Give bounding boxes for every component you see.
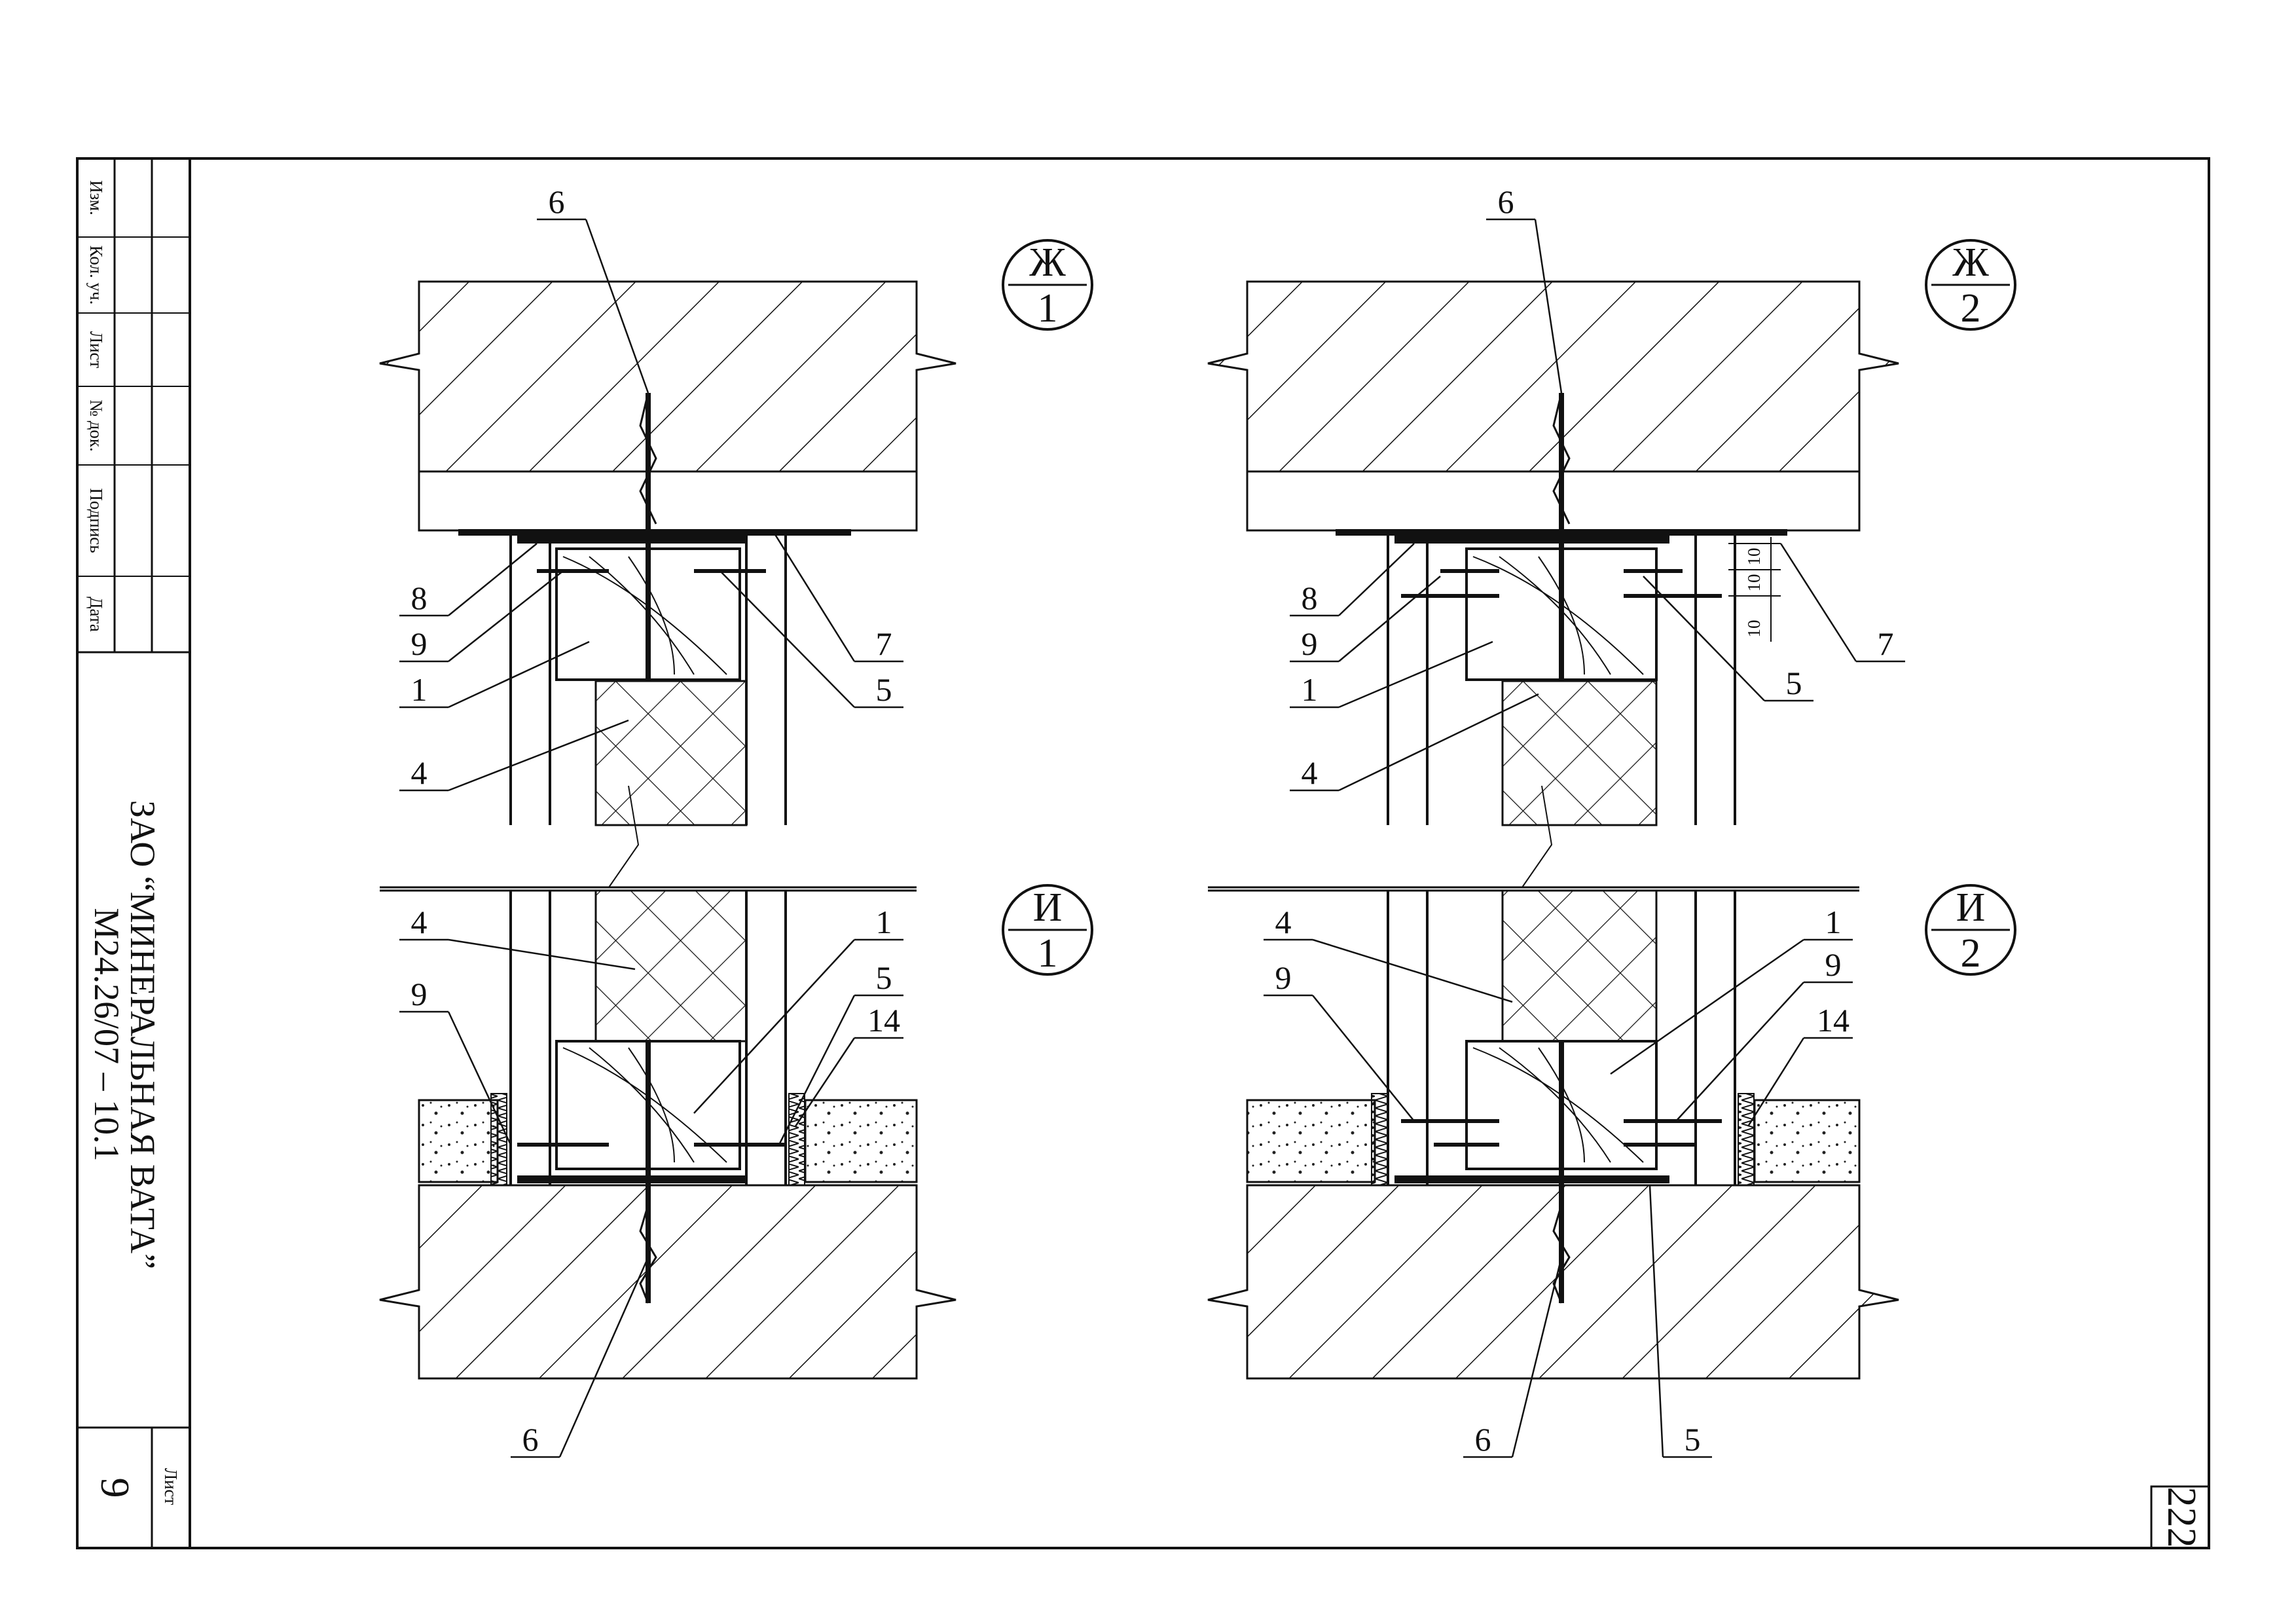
callout-zh2-0: 6 xyxy=(1486,183,1563,394)
callout-label: 9 xyxy=(411,976,428,1012)
callout-label: 5 xyxy=(1786,665,1802,701)
stamp-column-header: Подпись xyxy=(86,488,106,553)
callout-label: 6 xyxy=(522,1421,539,1458)
dimension-label: 10 xyxy=(1744,574,1764,592)
callout-label: 7 xyxy=(1878,625,1894,662)
detail-marker-number: 2 xyxy=(1961,931,1981,976)
sheet-frame xyxy=(76,157,2210,1549)
callout-label: 6 xyxy=(549,183,565,220)
sheet-number: 9 xyxy=(92,1478,137,1498)
callout-label: 6 xyxy=(1498,183,1514,220)
callout-i1-2: 1 xyxy=(693,904,903,1114)
callout-label: 4 xyxy=(1275,904,1292,940)
callout-i2-2: 1 xyxy=(1610,904,1853,1075)
callout-label: 1 xyxy=(1302,671,1318,708)
callout-label: 4 xyxy=(411,904,428,940)
document-code: М24.26/07 – 10.1 xyxy=(87,908,126,1161)
detail-i2 xyxy=(1207,889,1899,1380)
detail-marker-letter: Ж xyxy=(1952,240,1989,285)
callout-label: 5 xyxy=(1685,1421,1701,1458)
callout-label: 4 xyxy=(411,754,428,791)
detail-marker-number: 1 xyxy=(1038,931,1058,976)
callout-i2-3: 9 xyxy=(1675,946,1853,1122)
callout-zh2-2: 9 xyxy=(1290,576,1441,663)
callout-label: 1 xyxy=(1825,904,1842,940)
callout-zh1-3: 1 xyxy=(399,640,590,709)
callout-label: 7 xyxy=(876,625,892,662)
callout-zh1-2: 9 xyxy=(399,570,564,663)
callout-i1-5: 6 xyxy=(511,1257,649,1458)
callout-i2-5: 6 xyxy=(1463,1257,1563,1458)
callout-label: 8 xyxy=(411,580,428,616)
callout-label: 9 xyxy=(411,625,428,662)
page-number: 222 xyxy=(2159,1487,2204,1548)
detail-zh1 xyxy=(379,280,957,889)
dimension-label: 10 xyxy=(1744,620,1764,638)
callout-zh1-5: 7 xyxy=(771,530,903,663)
page-number-box: 222 xyxy=(2150,1485,2210,1549)
callout-label: 5 xyxy=(876,671,892,708)
callout-i2-6: 5 xyxy=(1649,1185,1712,1458)
callout-zh1-6: 5 xyxy=(720,570,903,709)
stamp-column-header: № док. xyxy=(86,399,106,452)
callout-label: 9 xyxy=(1825,946,1842,983)
callout-label: 14 xyxy=(867,1002,900,1039)
callout-i1-4: 14 xyxy=(794,1002,903,1127)
detail-marker-zh1: Ж1 xyxy=(1002,239,1093,331)
callout-label: 5 xyxy=(876,959,892,996)
detail-marker-letter: Ж xyxy=(1029,240,1066,285)
callout-i2-4: 14 xyxy=(1747,1002,1853,1127)
callout-zh2-1: 8 xyxy=(1290,543,1415,617)
callout-label: 4 xyxy=(1302,754,1318,791)
dimension-label: 10 xyxy=(1744,548,1764,566)
stamp-column-header: Кол. уч. xyxy=(86,246,106,305)
callout-zh1-0: 6 xyxy=(537,183,649,394)
detail-i1 xyxy=(379,889,957,1380)
detail-marker-i1: И1 xyxy=(1002,884,1093,976)
company-name: ЗАО “МИНЕРАЛЬНАЯ ВАТА” xyxy=(123,800,162,1269)
stamp-column-header: Лист xyxy=(86,331,106,369)
callout-zh2-5: 7 xyxy=(1779,543,1905,663)
callout-label: 1 xyxy=(411,671,428,708)
callout-label: 1 xyxy=(876,904,892,940)
callout-zh1-1: 8 xyxy=(399,543,538,617)
detail-marker-number: 1 xyxy=(1038,286,1058,331)
detail-zh2 xyxy=(1207,280,1899,889)
callout-label: 9 xyxy=(1275,959,1292,996)
callout-label: 6 xyxy=(1475,1421,1491,1458)
detail-marker-zh2: Ж2 xyxy=(1925,239,2016,331)
callout-zh2-3: 1 xyxy=(1290,640,1493,709)
callout-i2-1: 9 xyxy=(1264,959,1415,1122)
callout-zh1-4: 4 xyxy=(399,719,629,792)
detail-marker-letter: И xyxy=(1033,885,1063,930)
callout-label: 9 xyxy=(1302,625,1318,662)
callout-label: 14 xyxy=(1817,1002,1850,1039)
callout-i2-0: 4 xyxy=(1264,904,1513,1003)
callout-label: 8 xyxy=(1302,580,1318,616)
callout-i1-3: 5 xyxy=(778,959,903,1145)
callout-i1-0: 4 xyxy=(399,904,636,970)
stamp-column-header: Дата xyxy=(86,597,106,632)
callout-zh2-6: 5 xyxy=(1643,576,1813,702)
detail-marker-number: 2 xyxy=(1961,286,1981,331)
sheet-label: Лист xyxy=(161,1468,181,1505)
detail-marker-i2: И2 xyxy=(1925,884,2016,976)
callout-zh2-4: 4 xyxy=(1290,693,1539,792)
stamp-column-header: Изм. xyxy=(86,180,106,215)
detail-marker-letter: И xyxy=(1956,885,1986,930)
callout-i1-1: 9 xyxy=(399,976,512,1145)
